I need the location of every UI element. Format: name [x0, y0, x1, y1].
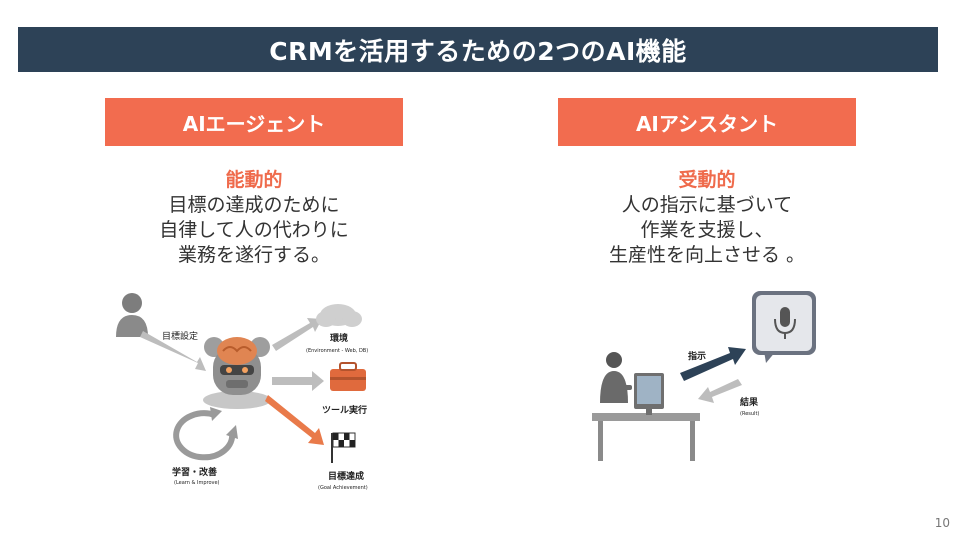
learn-improve-sublabel: (Learn & Improve) [174, 480, 220, 486]
ai-assistant-line-1: 人の指示に基づいて [621, 194, 793, 216]
ai-agent-subhead: 能動的 [225, 169, 283, 191]
cloud-icon [316, 304, 362, 327]
ai-assistant-illustration: 指示 結果 (Result) [592, 291, 816, 461]
to-tool-arrow [272, 371, 324, 391]
flag-icon [331, 432, 356, 463]
ai-assistant-description: 受動的 人の指示に基づいて 作業を支援し、 生産性を向上させる 。 [542, 168, 872, 268]
cycle-arrow-icon [173, 407, 238, 461]
ai-assistant-line-3: 生産性を向上させる 。 [608, 244, 806, 266]
ai-agent-illustration: 目標設定 環境 (Environment - Web, DB) ツール実行 [116, 293, 368, 491]
ai-assistant-header: AIアシスタント [558, 98, 856, 146]
result-label: 結果 [740, 396, 759, 408]
ai-assistant-line-2: 作業を支援し、 [640, 219, 774, 241]
learn-improve-label: 学習・改善 [172, 466, 217, 478]
person-icon [116, 293, 148, 337]
ai-agent-line-1: 目標の達成のために [168, 194, 340, 216]
environment-label: 環境 [330, 332, 348, 344]
tool-execution-label: ツール実行 [322, 404, 367, 416]
result-sublabel: (Result) [740, 411, 759, 417]
goal-achievement-label: 目標達成 [328, 470, 364, 482]
user-at-desk-icon [592, 352, 700, 461]
instruction-arrow [680, 347, 746, 381]
goal-achievement-sublabel: (Goal Achievement) [318, 485, 368, 491]
ai-agent-line-3: 業務を遂行する。 [177, 244, 330, 266]
goal-setting-label: 目標設定 [162, 330, 198, 342]
to-goal-arrow [265, 395, 324, 445]
ai-assistant-subhead: 受動的 [678, 169, 736, 191]
microphone-speech-icon [752, 291, 816, 363]
goal-setting-arrow [140, 331, 206, 371]
robot-icon [203, 337, 271, 409]
ai-agent-line-2: 自律して人の代わりに [159, 219, 349, 241]
page-number: 10 [934, 516, 950, 530]
toolbox-icon [330, 362, 366, 391]
slide-title: CRMを活用するための2つのAI機能 [18, 27, 938, 72]
to-environment-arrow [272, 318, 322, 351]
ai-agent-description: 能動的 目標の達成のために 自律して人の代わりに 業務を遂行する。 [89, 168, 419, 268]
result-arrow [698, 379, 742, 403]
instruction-label: 指示 [688, 350, 706, 362]
environment-sublabel: (Environment - Web, DB) [306, 348, 368, 354]
ai-agent-header: AIエージェント [105, 98, 403, 146]
